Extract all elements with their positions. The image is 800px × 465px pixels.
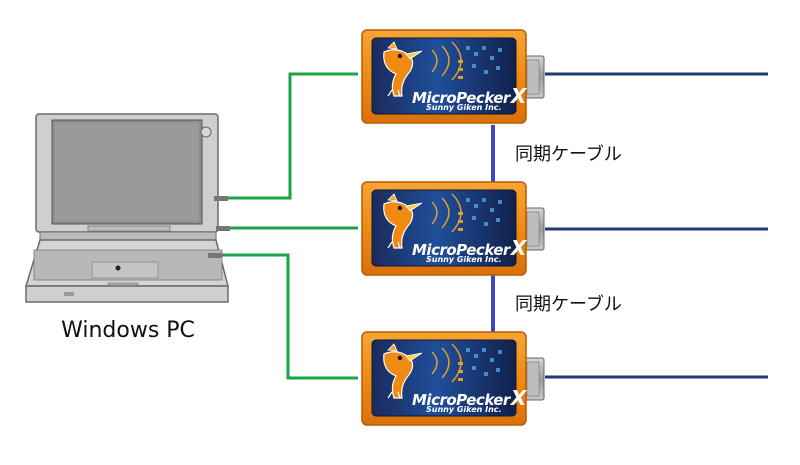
- sync-cable-label-2: 同期ケーブル: [515, 294, 622, 315]
- laptop-illustration: [24, 113, 230, 303]
- device-3-brand: MicroPeckerX: [412, 386, 526, 410]
- device-1-maker: Sunny Giken Inc.: [426, 103, 502, 112]
- usb-cable-1: [228, 72, 358, 200]
- usb-cable-3: [220, 253, 358, 380]
- device-2-maker: Sunny Giken Inc.: [426, 255, 502, 264]
- device-1-brand: MicroPeckerX: [412, 84, 526, 108]
- device-2-brand: MicroPeckerX: [412, 236, 526, 260]
- device-3-maker: Sunny Giken Inc.: [426, 405, 502, 414]
- pc-label: Windows PC: [61, 318, 195, 343]
- sync-cable-label-1: 同期ケーブル: [515, 144, 622, 165]
